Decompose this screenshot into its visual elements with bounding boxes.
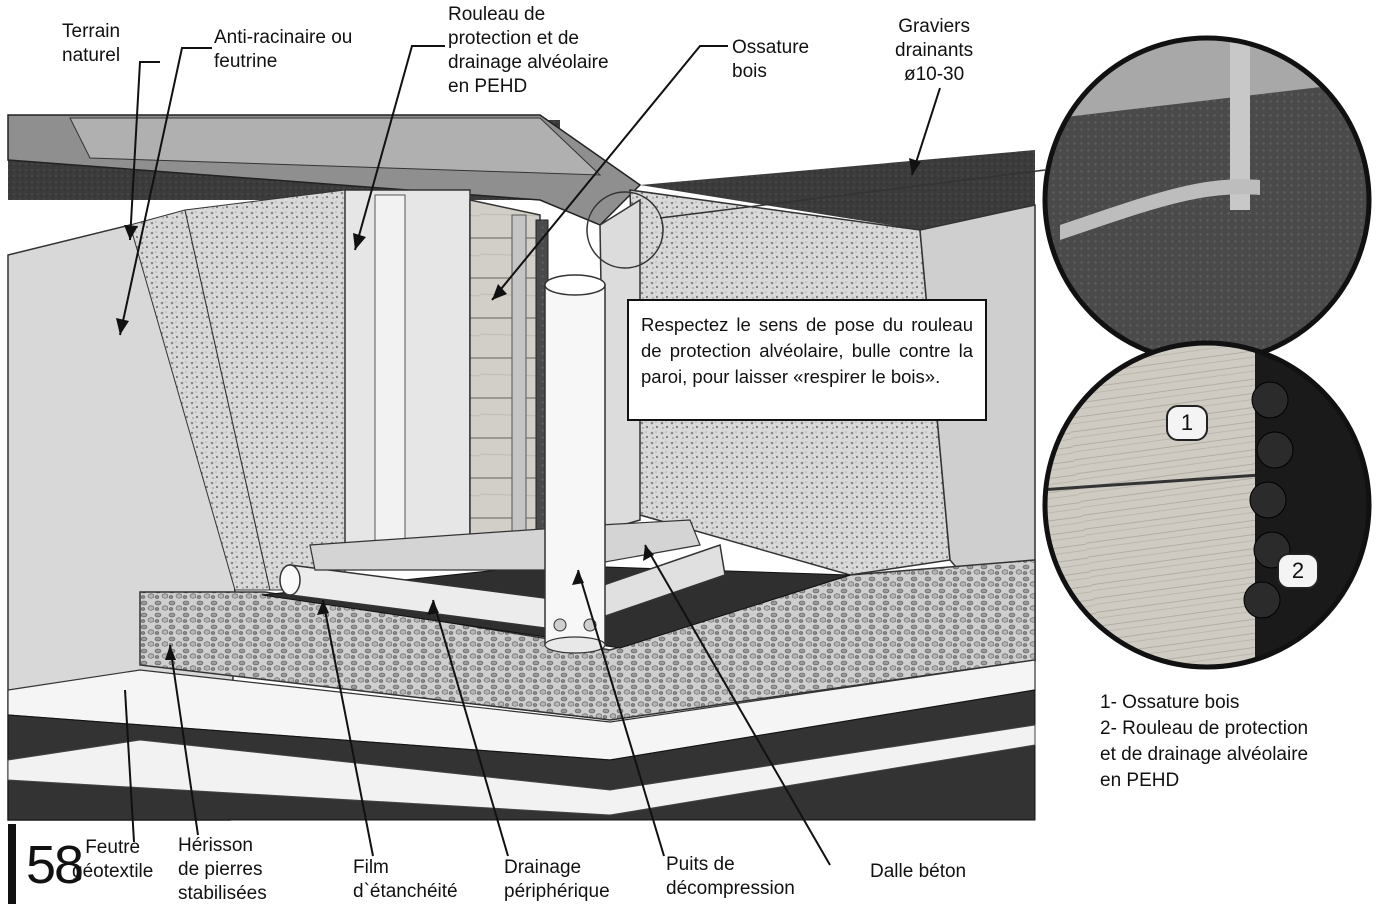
leader-herisson xyxy=(169,644,199,836)
arrow-puits xyxy=(572,570,584,585)
label-line: Rouleau de xyxy=(448,4,546,25)
detail-circle-2 xyxy=(1042,340,1372,670)
label-line: géotextile xyxy=(72,861,154,882)
label-line: ø10-30 xyxy=(903,64,965,85)
label-film-etancheite: Film d`étanchéité xyxy=(353,856,458,904)
arrow-film xyxy=(317,600,329,615)
label-line: Feutre xyxy=(85,837,141,858)
installation-note: Respectez le sens de pose du rouleau de … xyxy=(627,299,987,421)
drainage-pipe-end xyxy=(279,564,301,596)
detail-connector-line xyxy=(659,169,1046,219)
label-line: drainage alvéolaire xyxy=(448,52,609,73)
label-dalle-beton: Dalle béton xyxy=(870,860,966,884)
detail-legend: 1- Ossature bois 2- Rouleau de protectio… xyxy=(1100,690,1308,794)
label-herisson: Hérisson de pierres stabilisées xyxy=(178,834,267,906)
label-rouleau-protection: Rouleau de protection et de drainage alv… xyxy=(448,3,609,99)
leader-puits xyxy=(577,569,665,857)
wood-frame-panel xyxy=(344,189,471,561)
label-drainage-peripherique: Drainage périphérique xyxy=(504,856,610,904)
legend-line: et de drainage alvéolaire xyxy=(1100,744,1309,765)
page-number-bar xyxy=(8,824,16,904)
deck-top xyxy=(69,117,602,176)
legend-line: en PEHD xyxy=(1100,770,1180,791)
leader-rouleau xyxy=(354,45,445,251)
label-line: Film xyxy=(353,857,389,878)
leader-lines xyxy=(119,45,941,866)
legend-line: 1- Ossature bois xyxy=(1100,692,1240,713)
detail-marker-circle xyxy=(586,191,664,269)
arrow-heads xyxy=(116,158,921,660)
label-line: en PEHD xyxy=(448,76,528,97)
label-line: Ossature xyxy=(732,37,810,58)
arrow-ossature xyxy=(492,284,507,300)
label-line: drainants xyxy=(895,40,974,61)
label-line: décompression xyxy=(666,878,795,899)
note-text: Respectez le sens de pose du rouleau de … xyxy=(641,314,973,387)
arrow-herisson xyxy=(165,645,176,660)
leader-film xyxy=(322,599,374,857)
leader-dalle xyxy=(644,544,831,866)
well-top xyxy=(544,274,606,296)
well-hole-1 xyxy=(553,618,567,632)
leader-drainage xyxy=(432,599,509,857)
detail-photo-wood-membrane xyxy=(1045,343,1369,667)
label-line: bois xyxy=(732,61,767,82)
arrow-graviers xyxy=(909,158,921,175)
label-feutre-geotextile: Feutre géotextile xyxy=(72,836,153,884)
page-number: 58 xyxy=(26,835,84,895)
label-graviers-drainants: Graviers drainants ø10-30 xyxy=(895,15,973,87)
arrow-anti-racinaire xyxy=(116,318,129,335)
label-line: Terrain xyxy=(62,21,121,42)
leader-feutre xyxy=(124,689,135,843)
label-line: périphérique xyxy=(504,881,610,902)
leader-anti-racinaire xyxy=(119,47,212,336)
detail-badge-2: 2 xyxy=(1277,553,1319,589)
leader-terrain-naturel xyxy=(129,61,160,241)
label-anti-racinaire: Anti-racinaire ou feutrine xyxy=(214,26,352,74)
label-puits-decompression: Puits de décompression xyxy=(666,853,795,901)
arrow-rouleau xyxy=(353,233,366,250)
leader-ossature xyxy=(491,45,728,301)
label-terrain-naturel: Terrain naturel xyxy=(62,20,120,68)
label-line: Dalle béton xyxy=(870,861,967,882)
label-line: stabilisées xyxy=(178,883,267,904)
leader-graviers xyxy=(911,87,941,176)
label-line: Puits de xyxy=(666,854,735,875)
well-bottom xyxy=(544,636,606,654)
label-line: Drainage xyxy=(504,857,582,878)
label-line: feutrine xyxy=(214,51,278,72)
arrow-drainage xyxy=(427,600,439,615)
puits-decompression xyxy=(544,284,606,646)
legend-line: 2- Rouleau de protection xyxy=(1100,718,1309,739)
timber-post xyxy=(374,194,406,556)
detail-badge-1: 1 xyxy=(1166,405,1208,441)
label-line: de pierres xyxy=(178,859,263,880)
lower-white-band xyxy=(7,724,1036,816)
label-line: Anti-racinaire ou xyxy=(214,27,353,48)
label-line: d`étanchéité xyxy=(353,881,458,902)
label-line: naturel xyxy=(62,45,121,66)
arrow-dalle xyxy=(643,545,654,561)
detail-photo-membrane xyxy=(1045,38,1369,362)
label-ossature-bois: Ossature bois xyxy=(732,36,809,84)
arrow-terrain xyxy=(124,225,138,240)
label-line: protection et de xyxy=(448,28,579,49)
label-line: Hérisson xyxy=(178,835,253,856)
label-line: Graviers xyxy=(898,16,970,37)
